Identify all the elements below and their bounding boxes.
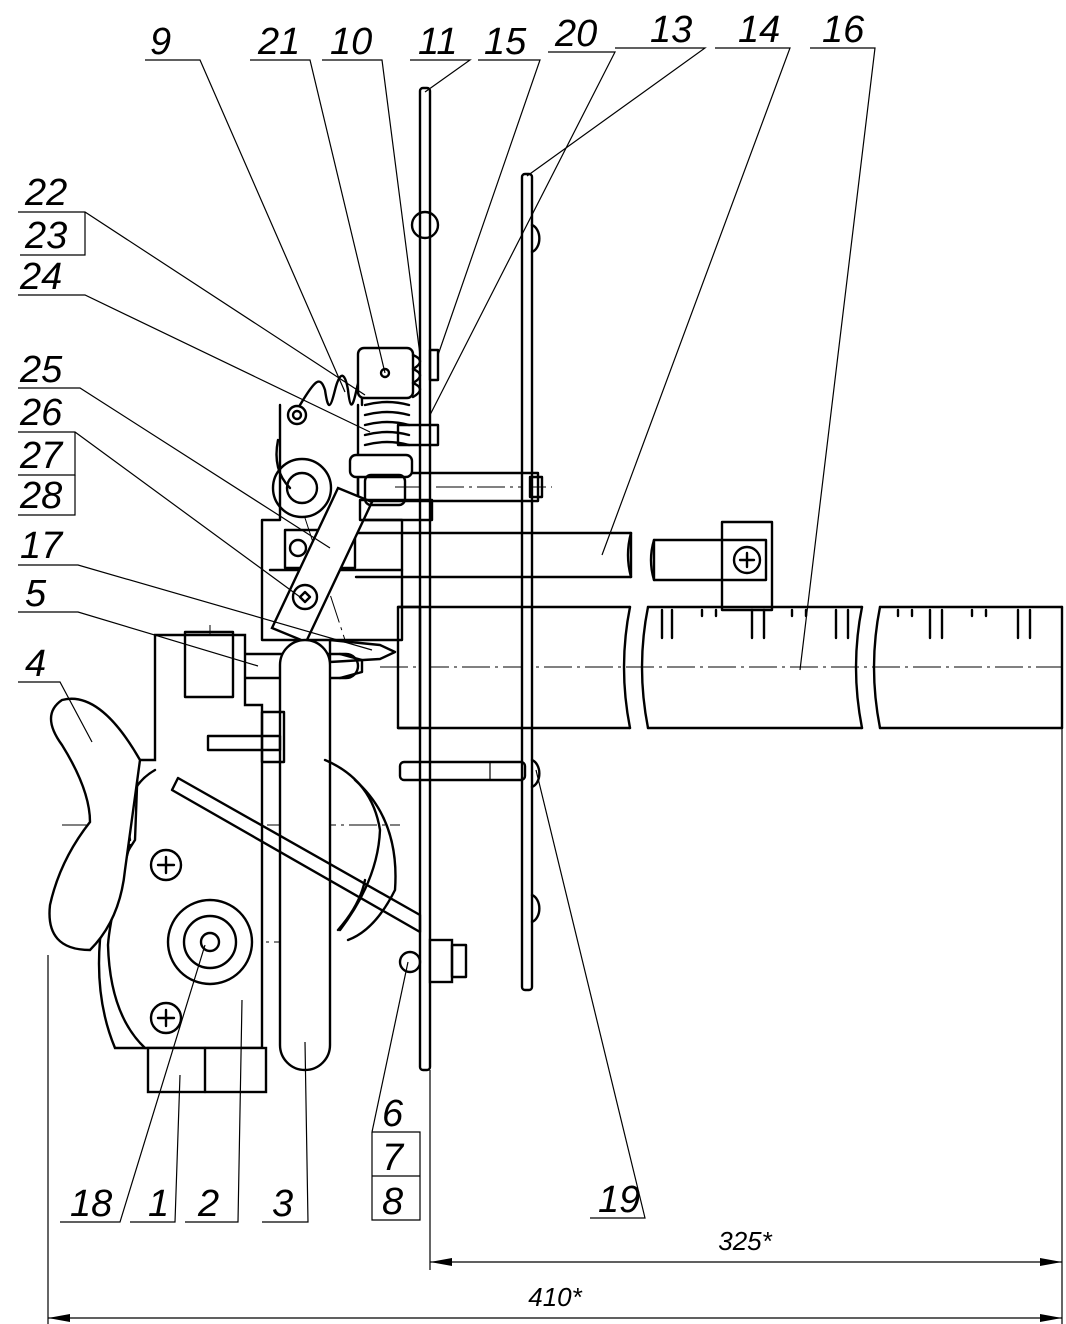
handle-4 [48,697,142,952]
callout-8: 8 [382,1181,403,1223]
callout-13: 13 [650,9,692,51]
dimension-325: 325* [718,1226,772,1256]
shaft-scale-marks [660,608,1032,640]
callout-10: 10 [330,21,372,63]
rod-25 [270,486,374,644]
callout-20: 20 [554,13,597,55]
callout-4: 4 [25,643,46,685]
callout-2: 2 [197,1183,219,1225]
callout-27: 27 [19,435,64,477]
callout-3: 3 [272,1183,293,1225]
callout-9: 9 [150,21,171,63]
callout-7: 7 [382,1137,405,1179]
bar-14 [354,520,774,612]
callout-labels: 9 21 10 11 15 20 13 14 16 22 23 24 25 26… [19,9,865,1225]
leader-lines [18,47,876,1223]
callout-15: 15 [484,21,527,63]
callout-17: 17 [20,525,64,567]
main-body [97,630,264,1050]
callout-18: 18 [70,1183,112,1225]
block-10 [356,346,422,400]
spring-24 [363,400,440,447]
callout-1: 1 [148,1183,169,1225]
dimension-lines [47,728,1063,1324]
plate-13 [520,172,541,992]
callout-14: 14 [738,9,780,51]
callout-5: 5 [25,573,47,615]
callout-23: 23 [24,215,67,257]
bracket-rod [170,776,468,984]
callout-21: 21 [257,21,300,63]
callout-26: 26 [19,392,63,434]
callout-28: 28 [19,475,62,517]
callout-11: 11 [418,21,457,63]
callout-16: 16 [822,9,865,51]
callout-6: 6 [382,1093,404,1135]
foot-1 [146,1046,268,1094]
callout-25: 25 [19,349,63,391]
callout-22: 22 [24,172,67,214]
shaft-16 [396,605,1064,730]
roller-20 [348,453,434,522]
callout-24: 24 [19,256,62,298]
plate-11 [410,86,440,1072]
spring-21 [298,374,364,407]
dimension-410: 410* [528,1282,582,1312]
callout-19: 19 [598,1179,640,1221]
